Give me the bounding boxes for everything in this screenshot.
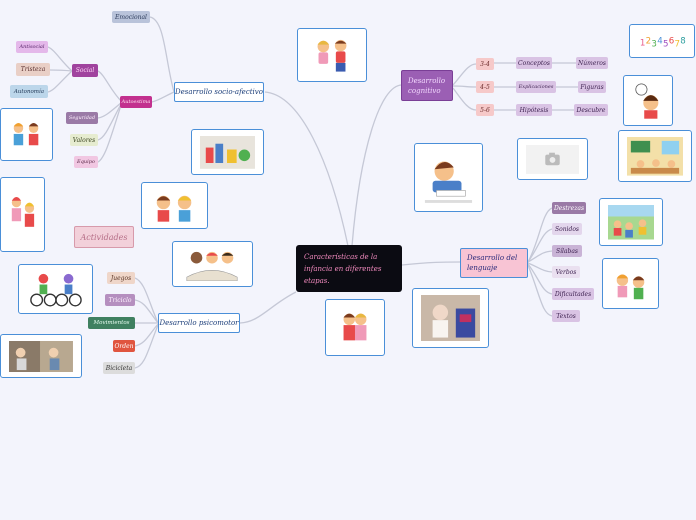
image-toys-photo[interactable] bbox=[191, 129, 264, 175]
kids-talking-illustration bbox=[616, 274, 645, 300]
image-kids-talking[interactable] bbox=[602, 258, 659, 309]
children-photo bbox=[9, 341, 73, 373]
image-classroom[interactable] bbox=[618, 130, 692, 182]
topic-desarrollo-del-lenguaje[interactable]: Desarrollo del lenguaje bbox=[460, 248, 528, 278]
item-figuras[interactable]: Figuras bbox=[578, 81, 606, 93]
image-kids-hug[interactable] bbox=[325, 299, 385, 356]
kids-group-illustration bbox=[13, 123, 39, 146]
classroom-illustration bbox=[627, 137, 683, 176]
age-4-5[interactable]: 4-5 bbox=[476, 81, 494, 93]
item-explicaciones[interactable]: Explicaciones bbox=[516, 81, 556, 93]
floating-actividades[interactable]: Actividades bbox=[74, 226, 134, 248]
image-kids-dancing[interactable] bbox=[0, 177, 45, 252]
svg-text:3: 3 bbox=[651, 39, 657, 49]
image-kids-park[interactable] bbox=[599, 198, 663, 246]
thinking-boy-illustration bbox=[635, 83, 659, 119]
image-numbers-banner[interactable]: 1 2 3 4 5 6 7 8 bbox=[629, 24, 695, 58]
bicycle-illustration bbox=[30, 273, 82, 307]
item-verbos[interactable]: Verbos bbox=[552, 266, 580, 278]
topic-desarrollo-psicomotor[interactable]: Desarrollo psicomotor bbox=[158, 313, 240, 333]
children-illustration bbox=[317, 39, 347, 72]
baby-photo bbox=[421, 295, 480, 342]
item-movimientos[interactable]: Movimientos bbox=[88, 317, 135, 329]
svg-text:5: 5 bbox=[663, 39, 669, 49]
image-two-boys[interactable] bbox=[141, 182, 208, 229]
svg-text:6: 6 bbox=[669, 36, 675, 46]
svg-text:8: 8 bbox=[680, 36, 686, 46]
subtopic-autoestima[interactable]: Autoestima bbox=[120, 96, 152, 108]
topic-desarrollo-cognitivo[interactable]: Desarrollo cognitivo bbox=[401, 70, 453, 101]
item-descubre[interactable]: Descubre bbox=[574, 104, 608, 116]
image-placeholder[interactable] bbox=[517, 138, 588, 180]
image-kids-group[interactable] bbox=[0, 108, 53, 161]
topic-desarrollo-socio-afectivo[interactable]: Desarrollo socio-afectivo bbox=[174, 82, 264, 102]
subtopic-tristeza[interactable]: Tristeza bbox=[16, 63, 50, 76]
item-bicicleta[interactable]: Bicicleta bbox=[103, 362, 135, 374]
image-children-playing[interactable] bbox=[297, 28, 367, 82]
item-conceptos[interactable]: Conceptos bbox=[516, 57, 552, 69]
svg-text:7: 7 bbox=[674, 39, 680, 49]
item-textos[interactable]: Textos bbox=[552, 310, 580, 322]
kids-dancing-illustration bbox=[11, 197, 35, 227]
svg-text:1: 1 bbox=[640, 38, 646, 48]
age-3-4[interactable]: 3-4 bbox=[476, 58, 494, 70]
toys-photo bbox=[200, 136, 255, 169]
age-5-6[interactable]: 5-6 bbox=[476, 104, 494, 116]
kids-park-illustration bbox=[608, 205, 654, 240]
svg-text:4: 4 bbox=[657, 36, 663, 46]
item-dificultades[interactable]: Dificultades bbox=[552, 288, 594, 300]
image-child-writing[interactable] bbox=[414, 143, 483, 212]
image-kids-bicycles[interactable] bbox=[18, 264, 93, 314]
subtopic-antisocial[interactable]: Antisocial bbox=[16, 41, 48, 53]
camera-icon bbox=[526, 145, 579, 174]
item-sonidos[interactable]: Sonidos bbox=[552, 223, 582, 235]
subtopic-seguridad[interactable]: Seguridad bbox=[66, 112, 98, 124]
subtopic-social[interactable]: Social bbox=[72, 64, 98, 77]
item-triciclo[interactable]: Triciclo bbox=[105, 294, 135, 306]
subtopic-emocional[interactable]: Emocional bbox=[112, 11, 150, 23]
item-numeros[interactable]: Números bbox=[576, 57, 608, 69]
kids-hug-illustration bbox=[343, 313, 367, 341]
svg-text:2: 2 bbox=[646, 36, 652, 46]
image-thinking-boy[interactable] bbox=[623, 75, 673, 126]
central-topic[interactable]: Características de la infancia en difere… bbox=[296, 245, 402, 292]
item-destrezas[interactable]: Destrezas bbox=[552, 202, 586, 214]
image-baby-photo[interactable] bbox=[412, 288, 489, 348]
numbers-illustration: 1 2 3 4 5 6 7 8 bbox=[640, 36, 686, 49]
kids-reading-illustration bbox=[186, 251, 238, 281]
image-children-photo[interactable] bbox=[0, 334, 82, 378]
item-silabas[interactable]: Sílabas bbox=[552, 245, 582, 257]
two-boys-illustration bbox=[156, 195, 192, 222]
subtopic-autonomia[interactable]: Autonomía bbox=[10, 85, 48, 98]
item-orden[interactable]: Orden bbox=[113, 340, 135, 352]
item-hipotesis[interactable]: Hipótesis bbox=[516, 104, 552, 116]
image-kids-reading[interactable] bbox=[172, 241, 253, 287]
child-writing-illustration bbox=[424, 161, 473, 203]
item-juegos[interactable]: Juegos bbox=[107, 272, 135, 284]
subtopic-equipo[interactable]: Equipo bbox=[74, 156, 98, 168]
subtopic-valores[interactable]: Valores bbox=[70, 134, 98, 146]
